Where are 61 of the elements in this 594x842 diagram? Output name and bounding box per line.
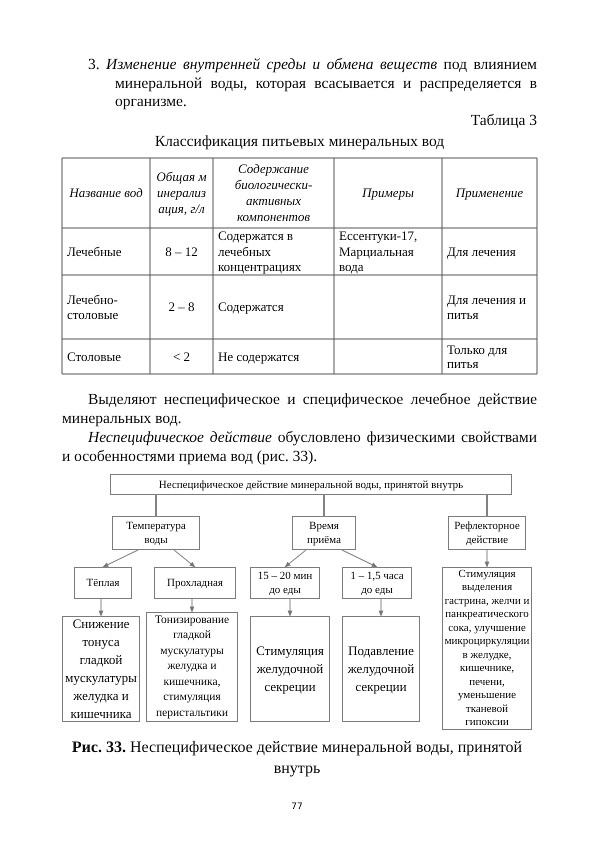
table-cell-text: Лечебные xyxy=(66,242,123,261)
table-cell-text: Содержатся xyxy=(217,298,285,316)
column-header: Название вод xyxy=(68,184,144,202)
node-text: Стимуляция выделения гастрина, желчи и панкреатического сока, улучшение микроциркуляции в желудке, кишечнике, печени, уменьшение тканевой гипоксии xyxy=(444,568,530,730)
table-cell-text: Только для питья xyxy=(446,340,508,372)
table-cell-text: Столовые xyxy=(66,348,122,366)
arrow xyxy=(284,550,306,568)
table-cell-text: 2 – 8 xyxy=(168,298,196,316)
node-text: Прохладная xyxy=(167,576,223,590)
column-header: Применение xyxy=(454,184,524,202)
arrow xyxy=(174,550,196,568)
node-text: 15 – 20 мин до еды xyxy=(256,569,314,597)
node-text: Время приёма xyxy=(306,519,342,547)
paragraph: Выделяют неспецифическое и специфическое лечебное действие минеральных вод. xyxy=(62,391,537,428)
arrow xyxy=(190,598,194,613)
table-cell-text: 8 – 12 xyxy=(164,242,199,261)
connector-line xyxy=(323,495,325,516)
list-item-text: 3. Изменение внутренней среды и обмена веществ под влиянием минеральной воды, которая всасывается и распределяется в организме. xyxy=(88,56,537,112)
process-box xyxy=(292,516,356,550)
node-text: Тёплая xyxy=(86,576,120,590)
paragraph: Неспецифическое действие обусловлено физическими свойствами и особенностями приема вод (рис. 33). xyxy=(62,429,537,466)
process-box xyxy=(250,616,330,722)
table-number: Таблица 3 xyxy=(470,112,537,130)
process-box xyxy=(342,567,412,599)
table-cell-text: Ессентуки-17, Марциальная вода xyxy=(338,229,418,274)
arrow xyxy=(98,598,104,617)
arrow xyxy=(378,598,384,617)
node-text: Неспецифическое действие минеральной воды, принятой внутрь xyxy=(158,478,464,492)
process-box xyxy=(250,567,320,599)
process-box xyxy=(448,516,526,550)
arrow xyxy=(484,550,490,568)
arrow xyxy=(342,550,378,568)
process-box xyxy=(146,612,238,722)
connector-line xyxy=(486,495,488,516)
column-header: Содержание биологически-активных компонентов xyxy=(234,160,314,226)
process-box xyxy=(110,474,512,495)
node-text: Тонизирование гладкой мускулатуры желудка и кишечника, стимуляция перистальтики xyxy=(154,612,230,721)
table-cell-text: Не содержатся xyxy=(217,348,300,366)
node-text: Стимуляция желудочной секреции xyxy=(255,642,325,696)
arrow xyxy=(102,550,138,568)
table-cell-text: < 2 xyxy=(172,348,192,366)
table-cell-text: Для лечения и питья xyxy=(446,290,527,324)
figure-caption: Рис. 33. Неспецифическое действие минеральной воды, принятой внутрь xyxy=(70,738,524,779)
process-box xyxy=(154,567,236,599)
process-box xyxy=(74,567,132,599)
node-text: Подавление желудочной секреции xyxy=(346,642,416,696)
table-title: Классификация питьевых минеральных вод xyxy=(154,133,446,152)
process-box xyxy=(342,616,420,722)
node-text: Снижение тонуса гладкой мускулатуры желудка и кишечника xyxy=(65,615,137,723)
column-header: Примеры xyxy=(361,184,415,202)
table-cell-text: Для лечения xyxy=(446,242,517,261)
node-text: Температура воды xyxy=(125,519,187,547)
table-cell-text: Содержатся в лечебных концентрациях xyxy=(217,229,302,274)
arrow xyxy=(288,598,292,617)
process-box xyxy=(112,516,200,550)
column-header: Общая минерализация, г/л xyxy=(155,168,208,218)
node-text: Рефлекторное действие xyxy=(453,519,521,547)
node-text: 1 – 1,5 часа до еды xyxy=(349,569,405,597)
table-cell-text: Лечебно-столовые xyxy=(66,290,120,324)
page-number: 77 xyxy=(290,801,304,814)
connector-line xyxy=(155,495,157,516)
